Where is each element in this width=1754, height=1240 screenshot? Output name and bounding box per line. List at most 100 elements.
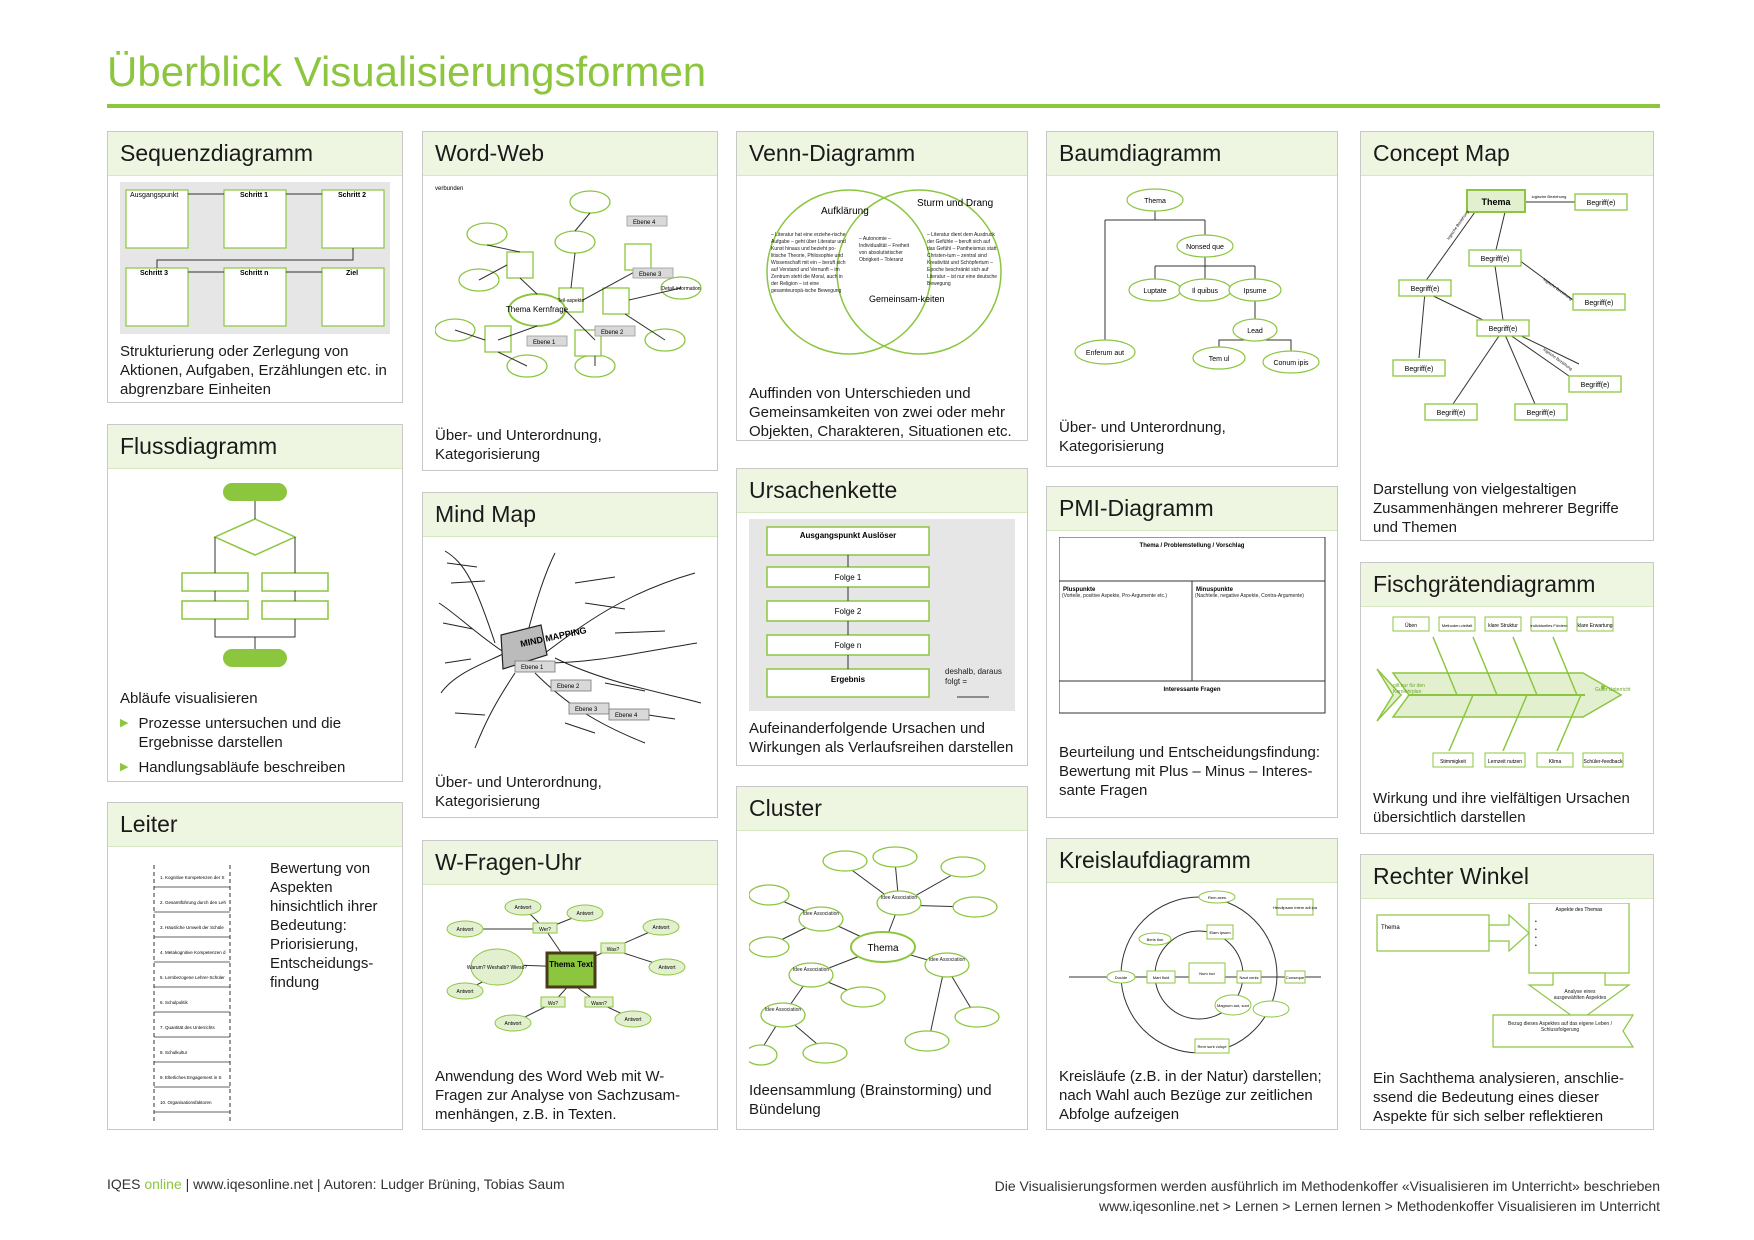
concept-link: logische Beziehung bbox=[1542, 277, 1573, 301]
fisch-top-3: individuelles Fördern bbox=[1531, 623, 1568, 628]
sequenz-thumbnail: Ausgangspunkt Schritt 1 Schritt 2 Schrit… bbox=[120, 182, 390, 334]
fisch-top-0: Üben bbox=[1405, 622, 1417, 629]
baum-b: Il quibus bbox=[1192, 288, 1219, 295]
card-title: Ursachenkette bbox=[737, 469, 1027, 513]
card-title: Word-Web bbox=[423, 132, 717, 176]
card-baumdiagramm: Baumdiagramm Thema Nonsed que Luptate Il… bbox=[1046, 131, 1338, 467]
kreis-g: Naut venis bbox=[1240, 975, 1259, 980]
seq-label-5: Ziel bbox=[346, 270, 358, 277]
winkel-bullet-icon: • bbox=[1535, 919, 1537, 925]
concept-node: Begriff(e) bbox=[1527, 410, 1556, 417]
card-sequenzdiagramm: Sequenzdiagramm Ausgangspunkt Schritt 1 … bbox=[107, 131, 403, 403]
wfragen-wer: Wer? bbox=[539, 927, 551, 933]
wfragen-answer: Antwort bbox=[515, 905, 533, 911]
seq-label-0: Ausgangspunkt bbox=[130, 192, 178, 199]
bullet-text: Prozesse untersuchen und die Ergebnisse … bbox=[138, 715, 342, 751]
card-pmi-diagramm: PMI-Diagramm Thema / Problemstellung / V… bbox=[1046, 486, 1338, 818]
fisch-top-2: klare Struktur bbox=[1488, 623, 1518, 629]
fisch-tail: gilt nur für den Kernlehrplan bbox=[1393, 683, 1425, 695]
pmi-minus-desc: (Nachteile, negative Aspekte, Contra-Arg… bbox=[1195, 593, 1304, 599]
cluster-idea: Idee Association bbox=[802, 911, 840, 917]
wordweb-center: Thema Kernfrage bbox=[506, 305, 569, 314]
seq-label-2: Schritt 2 bbox=[338, 192, 366, 199]
kreis-d: Num inci bbox=[1199, 971, 1215, 976]
card-title: Rechter Winkel bbox=[1361, 855, 1653, 899]
cluster-center: Thema bbox=[867, 943, 899, 954]
wordweb-e3: Ebene 3 bbox=[639, 272, 662, 278]
wordweb-teil: Teil-aspekte bbox=[558, 298, 585, 304]
concept-node: Begriff(e) bbox=[1481, 256, 1510, 263]
ladder-step-label: 3. Häusliche Umwelt der Schüle bbox=[160, 925, 224, 930]
wfragen-answer: Antwort bbox=[625, 1017, 643, 1023]
mindmap-e3: Ebene 3 bbox=[575, 707, 598, 713]
winkel-thema: Thema bbox=[1381, 925, 1400, 931]
card-description: Über- und Unterordnung, Kategorisierung bbox=[435, 427, 602, 463]
kreis-b: Beris tion bbox=[1147, 937, 1164, 942]
kreis-thumbnail: Rem aces Beris tion Elam Ipsum Num inci … bbox=[1069, 890, 1321, 1054]
page-title: Überblick Visualisierungsformen bbox=[107, 48, 707, 95]
ursachen-end: Ergebnis bbox=[831, 675, 866, 684]
winkel-bullet-icon: • bbox=[1535, 943, 1537, 949]
concept-node: Begriff(e) bbox=[1405, 366, 1434, 373]
card-title: Cluster bbox=[737, 787, 1027, 831]
card-description: Anwendung des Word Web mit W-Fragen zur … bbox=[435, 1068, 681, 1123]
pmi-plus: Pluspunkte bbox=[1063, 587, 1096, 593]
venn-right: Sturm und Drang bbox=[917, 198, 993, 209]
ursachen-f1: Folge 1 bbox=[835, 573, 862, 582]
card-description: Wirkung und ihre vielfältigen Ursachen ü… bbox=[1373, 790, 1630, 826]
card-concept-map: Concept Map Thema Begriff(e) Begriff(e) … bbox=[1360, 131, 1654, 541]
kreis-i: Ducide bbox=[1115, 975, 1128, 980]
wfragen-answer: Antwort bbox=[457, 927, 475, 933]
wordweb-e4: Ebene 4 bbox=[633, 220, 656, 226]
ladder-step-label: 7. Quantität des Unterrichts bbox=[160, 1025, 216, 1030]
pmi-questions: Interessante Fragen bbox=[1163, 687, 1220, 693]
ladder-step-label: 4. Metakognitive Kompetenzen d bbox=[160, 950, 226, 955]
baum-g: Conum ipis bbox=[1273, 360, 1309, 367]
wfragen-answer: Antwort bbox=[653, 925, 671, 931]
ladder-step-label: 2. Gesamtführung durch den Leh bbox=[160, 900, 227, 905]
wfragen-wann: Wann? bbox=[591, 1001, 607, 1007]
seq-label-1: Schritt 1 bbox=[240, 192, 268, 199]
wfragen-answer: Antwort bbox=[577, 911, 595, 917]
card-title: W-Fragen-Uhr bbox=[423, 841, 717, 885]
cluster-idea: Idee Association bbox=[928, 957, 966, 963]
cluster-thumbnail: Thema Idee Association Idee Association … bbox=[749, 846, 1000, 1066]
ursachen-fn: Folge n bbox=[835, 641, 862, 650]
card-word-web: Word-Web verbunden Ebene 4 Ebene 3 Ebene… bbox=[422, 131, 718, 471]
concept-link: logische Beziehung bbox=[1532, 194, 1567, 199]
winkel-thumbnail: Thema Aspekte des Themas • • • • Analyse… bbox=[1376, 903, 1635, 1048]
card-venn-diagramm: Venn-Diagramm Aufklärung Sturm und Drang… bbox=[736, 131, 1028, 441]
card-title: Sequenzdiagramm bbox=[108, 132, 402, 176]
card-title: Flussdiagramm bbox=[108, 425, 402, 469]
fisch-bottom-0: Stimmigkeit bbox=[1440, 759, 1466, 765]
card-description: Darstellung von vielgestaltigen Zusammen… bbox=[1373, 481, 1619, 536]
wfragen-answer: Antwort bbox=[457, 989, 475, 995]
card-description: Ideensammlung (Brainstorming) und Bündel… bbox=[749, 1082, 992, 1118]
venn-left: Aufklärung bbox=[821, 206, 869, 217]
card-cluster: Cluster Thema Idee Association Idee Asso… bbox=[736, 786, 1028, 1130]
card-description: Strukturierung oder Zerlegung von Aktion… bbox=[120, 343, 387, 398]
card-title: Mind Map bbox=[423, 493, 717, 537]
seq-label-3: Schritt 3 bbox=[140, 270, 168, 277]
card-title: Concept Map bbox=[1361, 132, 1653, 176]
footer-credits: IQES online | www.iqesonline.net | Autor… bbox=[107, 1176, 565, 1192]
footer-brand: IQES bbox=[107, 1176, 141, 1192]
winkel-bullet-icon: • bbox=[1535, 927, 1537, 933]
card-title: Venn-Diagramm bbox=[737, 132, 1027, 176]
card-fischgraetendiagramm: Fischgrätendiagramm Üben Methoden-vielfa… bbox=[1360, 562, 1654, 834]
fisch-thumbnail: Üben Methoden-vielfalt klare Struktur in… bbox=[1376, 616, 1631, 768]
winkel-bullet-icon: • bbox=[1535, 935, 1537, 941]
fisch-bottom-2: Klima bbox=[1549, 759, 1562, 765]
wordweb-e1: Ebene 1 bbox=[533, 340, 556, 346]
card-flussdiagramm: Flussdiagramm Abläufe visualisieren ▶Pro… bbox=[107, 424, 403, 782]
footer-left-text: | www.iqesonline.net | Autoren: Ludger B… bbox=[181, 1176, 565, 1192]
wordweb-top-label: verbunden bbox=[435, 186, 463, 192]
baum-root: Thema bbox=[1144, 198, 1166, 205]
concept-node: Begriff(e) bbox=[1489, 326, 1518, 333]
card-title: PMI-Diagramm bbox=[1047, 487, 1337, 531]
card-title: Fischgrätendiagramm bbox=[1361, 563, 1653, 607]
winkel-aspekte: Aspekte des Themas bbox=[1556, 907, 1603, 913]
kreis-k: Conseque bbox=[1286, 975, 1305, 980]
wfragen-thumbnail: Thema Text Antwort Antwort Antwort Antwo… bbox=[446, 898, 686, 1032]
wfragen-warum: Warum? Weshalb? Wieso? bbox=[467, 965, 528, 971]
